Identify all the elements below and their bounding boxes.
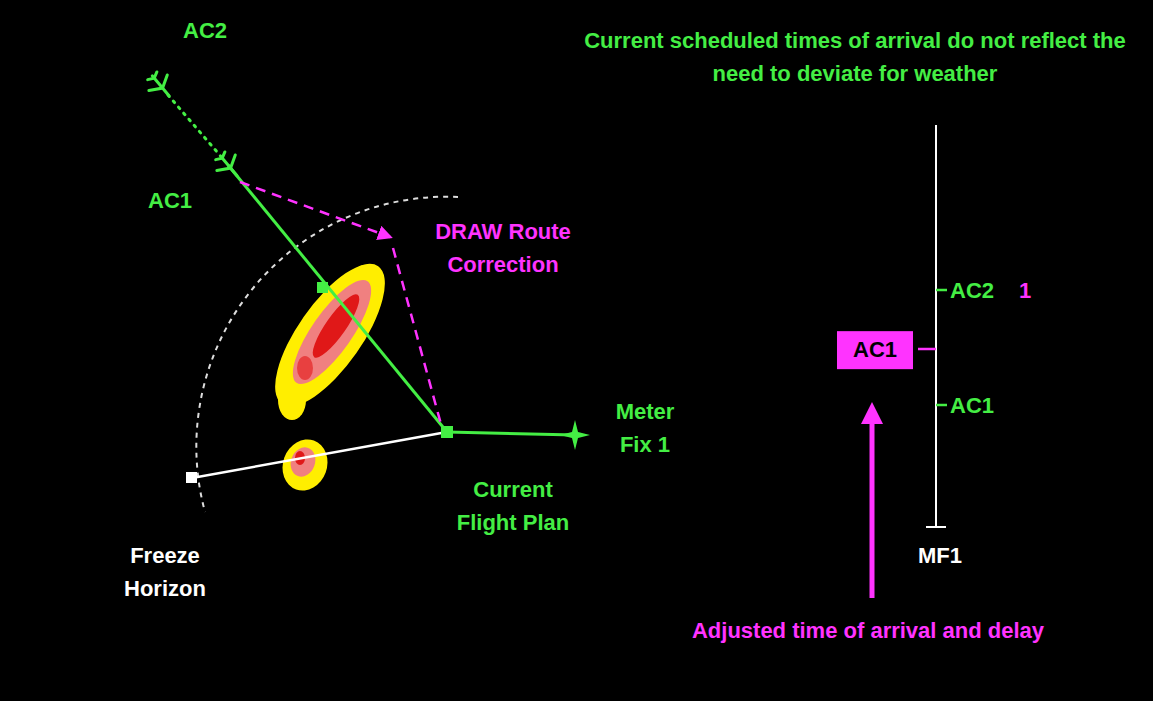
aircraft-icon (211, 148, 246, 183)
timeline-tick (936, 289, 947, 292)
delay-caption: Adjusted time of arrival and delay (692, 614, 1044, 647)
timeline-label: AC1 (950, 389, 994, 422)
note-text: Current scheduled times of arrival do no… (575, 24, 1135, 90)
delay-arrowhead (861, 402, 883, 424)
delay-arrow (870, 422, 875, 598)
meter-fix-label: Meter Fix 1 (605, 395, 685, 461)
freeze-horizon-arc (196, 197, 458, 512)
adjusted-time-box: AC1 (837, 331, 913, 369)
freeze-horizon-label: Freeze Horizon (110, 539, 220, 605)
flight-plan-line (228, 165, 447, 432)
flight-plan-line (447, 432, 575, 435)
ac2-trail (168, 95, 218, 153)
flight-plan-label: Current Flight Plan (448, 473, 578, 539)
box-text: AC1 (853, 335, 897, 365)
timeline-end (926, 526, 946, 528)
route-waypoint (186, 472, 197, 483)
timeline-tick (936, 404, 947, 407)
route-waypoint (441, 426, 453, 438)
timeline-label: AC2 (950, 274, 994, 307)
meter-fix-star (560, 420, 590, 450)
weather-cells (256, 248, 405, 497)
route-correction-label: DRAW Route Correction (428, 215, 578, 281)
route-correction (240, 182, 390, 237)
aircraft-label: AC1 (148, 184, 192, 217)
aircraft-label: AC2 (183, 14, 227, 47)
timeline-label: MF1 (918, 539, 962, 572)
other-route (192, 432, 447, 478)
route-correction (393, 248, 442, 428)
aircraft-icon (143, 68, 178, 103)
timeline-tick (918, 348, 936, 351)
route-waypoint (317, 282, 328, 293)
callout-number: 1 (1019, 274, 1031, 307)
timeline-axis (935, 125, 937, 527)
